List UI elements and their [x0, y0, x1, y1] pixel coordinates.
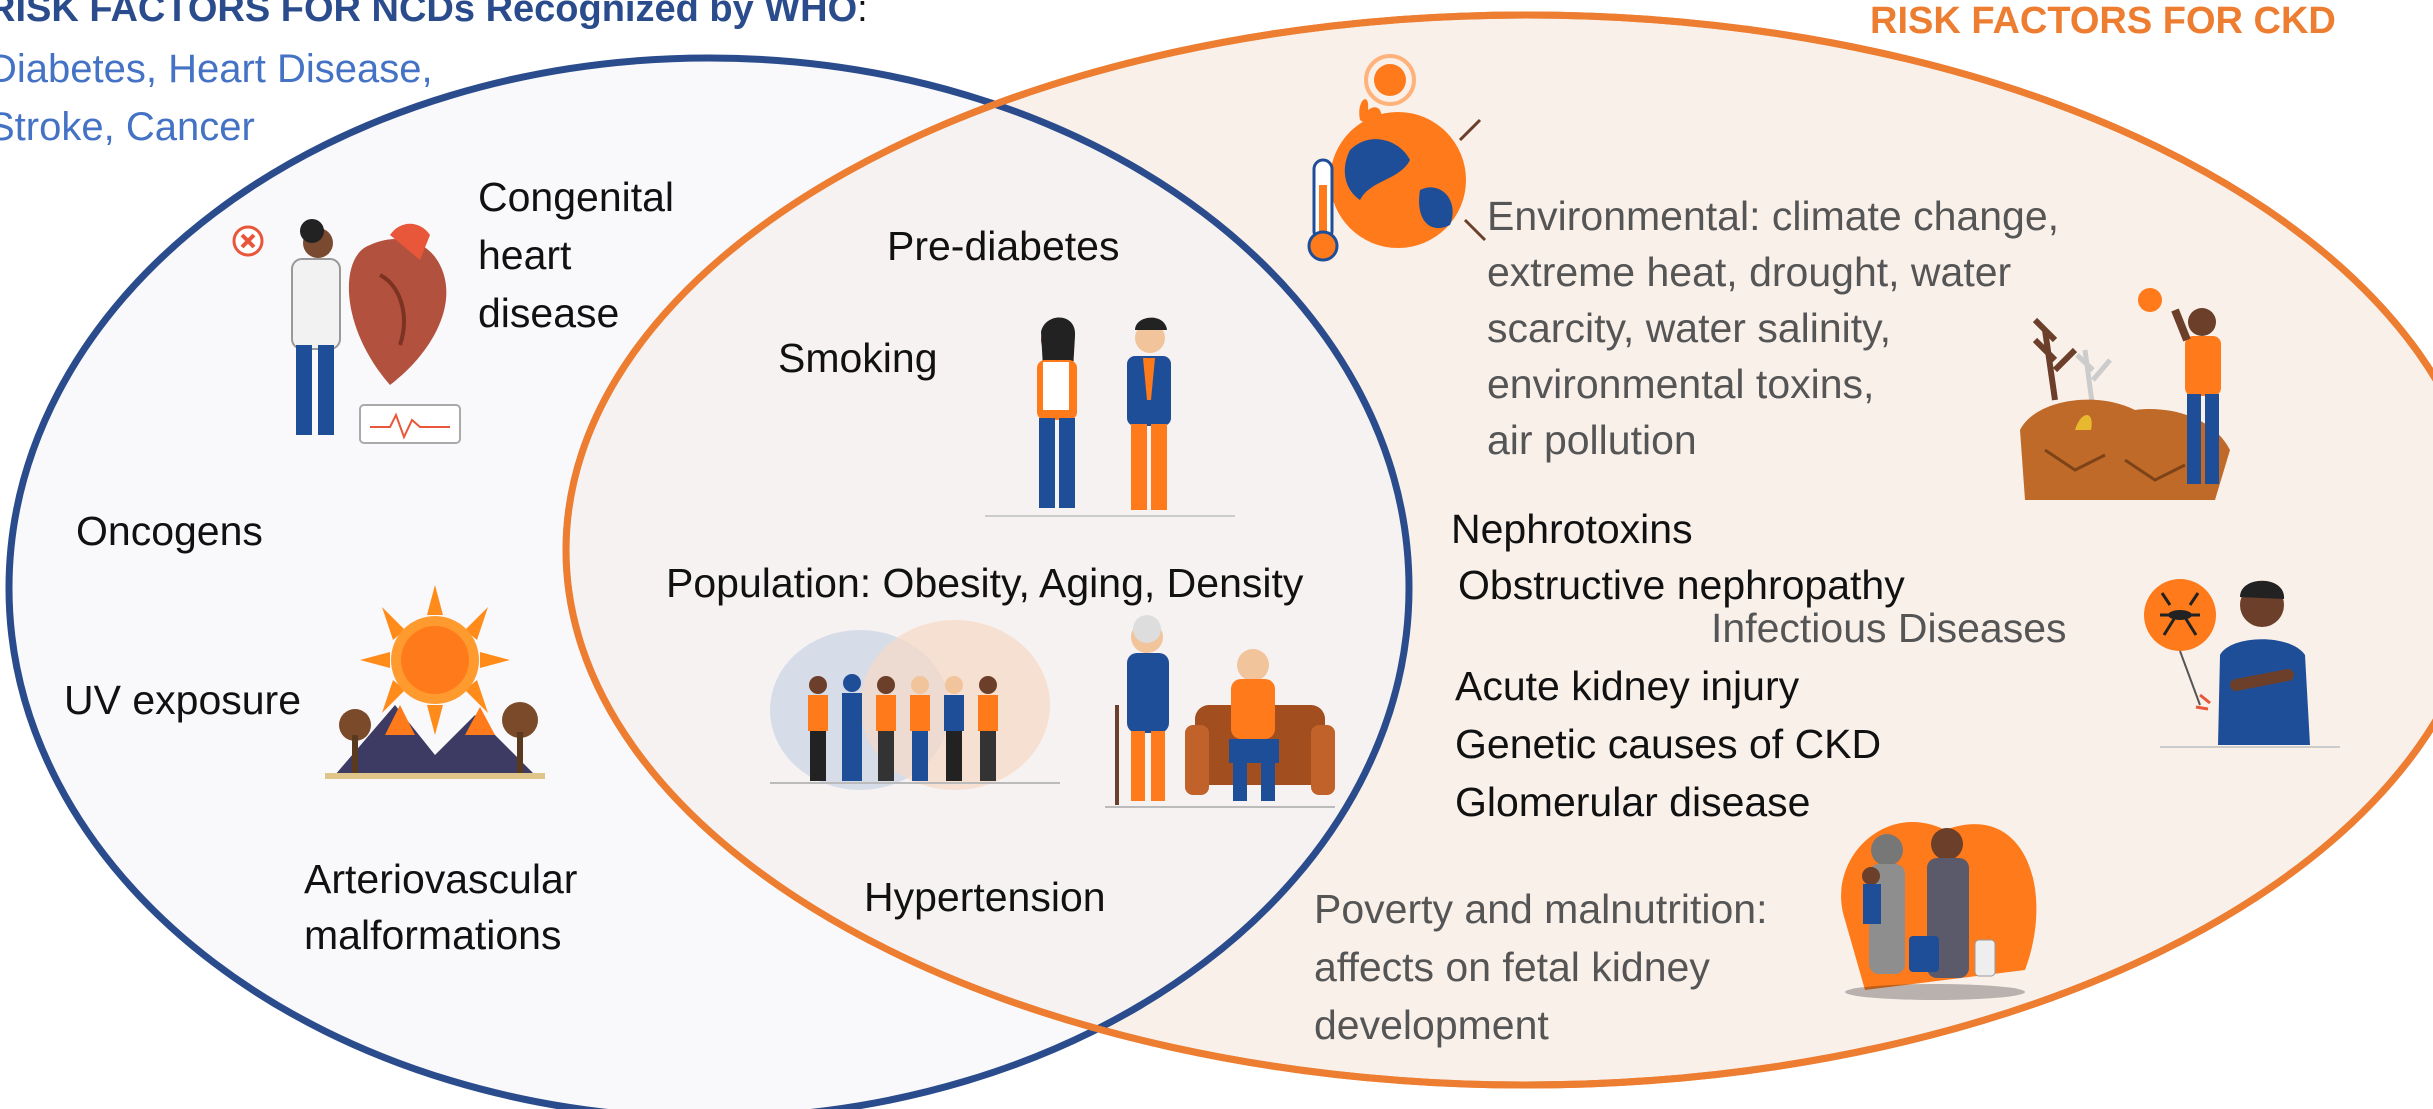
two-people-talking-icon: [985, 317, 1235, 517]
arteriovascular-label: Arteriovascular malformations: [304, 851, 577, 963]
infectious-label: Infectious Diseases: [1711, 605, 2067, 651]
obstructive-label: Obstructive nephropathy: [1458, 562, 1905, 608]
nephrotoxins-label: Nephrotoxins: [1451, 506, 1693, 552]
environmental-line-1: Environmental: climate change,: [1487, 193, 2060, 239]
congenital-line-2: heart: [478, 232, 572, 278]
congenital-line-3: disease: [478, 290, 620, 336]
crowd-icon: [770, 620, 1060, 790]
environmental-line-2: extreme heat, drought, water: [1487, 249, 2012, 295]
arterio-line-2: malformations: [304, 912, 562, 958]
environmental-line-5: air pollution: [1487, 417, 1697, 463]
uv-exposure-label: UV exposure: [64, 677, 302, 723]
drought-person-icon: [2020, 288, 2230, 500]
ncd-header-colon: :: [857, 0, 868, 30]
ckd-circle-outline: [562, 11, 2433, 1089]
hypertension-label: Hypertension: [864, 874, 1106, 920]
congenital-heart-disease-label: Congenital heart disease: [478, 168, 674, 342]
refugee-family-icon: [1841, 822, 2037, 1000]
elderly-couple-icon: [1105, 615, 1335, 808]
burning-earth-icon: [1307, 54, 1487, 262]
prediabetes-label: Pre-diabetes: [887, 223, 1120, 269]
ncd-list: Diabetes, Heart Disease, Stroke, Cancer: [0, 40, 433, 156]
congenital-line-1: Congenital: [478, 174, 675, 220]
poverty-label: Poverty and malnutrition: affects on fet…: [1314, 880, 1768, 1054]
glomerular-label: Glomerular disease: [1455, 779, 1811, 825]
ckd-header: RISK FACTORS FOR CKD: [1870, 0, 2336, 42]
environmental-label: Environmental: climate change, extreme h…: [1487, 188, 2059, 468]
aki-label: Acute kidney injury: [1455, 663, 1800, 709]
oncogens-label: Oncogens: [76, 508, 263, 554]
ncd-list-line-2: Stroke, Cancer: [0, 105, 255, 149]
doctor-heart-icon: [232, 219, 461, 444]
sun-fire-icon: [325, 585, 545, 779]
smoking-label: Smoking: [778, 335, 938, 381]
poverty-line-3: development: [1314, 1002, 1549, 1048]
ncd-header-title: RISK FACTORS FOR NCDs Recognized by WHO: [0, 0, 858, 30]
environmental-line-4: environmental toxins,: [1487, 361, 1875, 407]
poverty-line-1: Poverty and malnutrition:: [1314, 886, 1768, 932]
environmental-line-3: scarcity, water salinity,: [1487, 305, 1892, 351]
population-label: Population: Obesity, Aging, Density: [666, 560, 1304, 606]
ncd-list-line-1: Diabetes, Heart Disease,: [0, 47, 433, 91]
genetic-label: Genetic causes of CKD: [1455, 721, 1882, 767]
mosquito-sick-person-icon: [2144, 579, 2340, 748]
poverty-line-2: affects on fetal kidney: [1314, 944, 1710, 990]
arterio-line-1: Arteriovascular: [304, 856, 578, 902]
ncd-header: RISK FACTORS FOR NCDs Recognized by WHO:: [0, 0, 868, 31]
